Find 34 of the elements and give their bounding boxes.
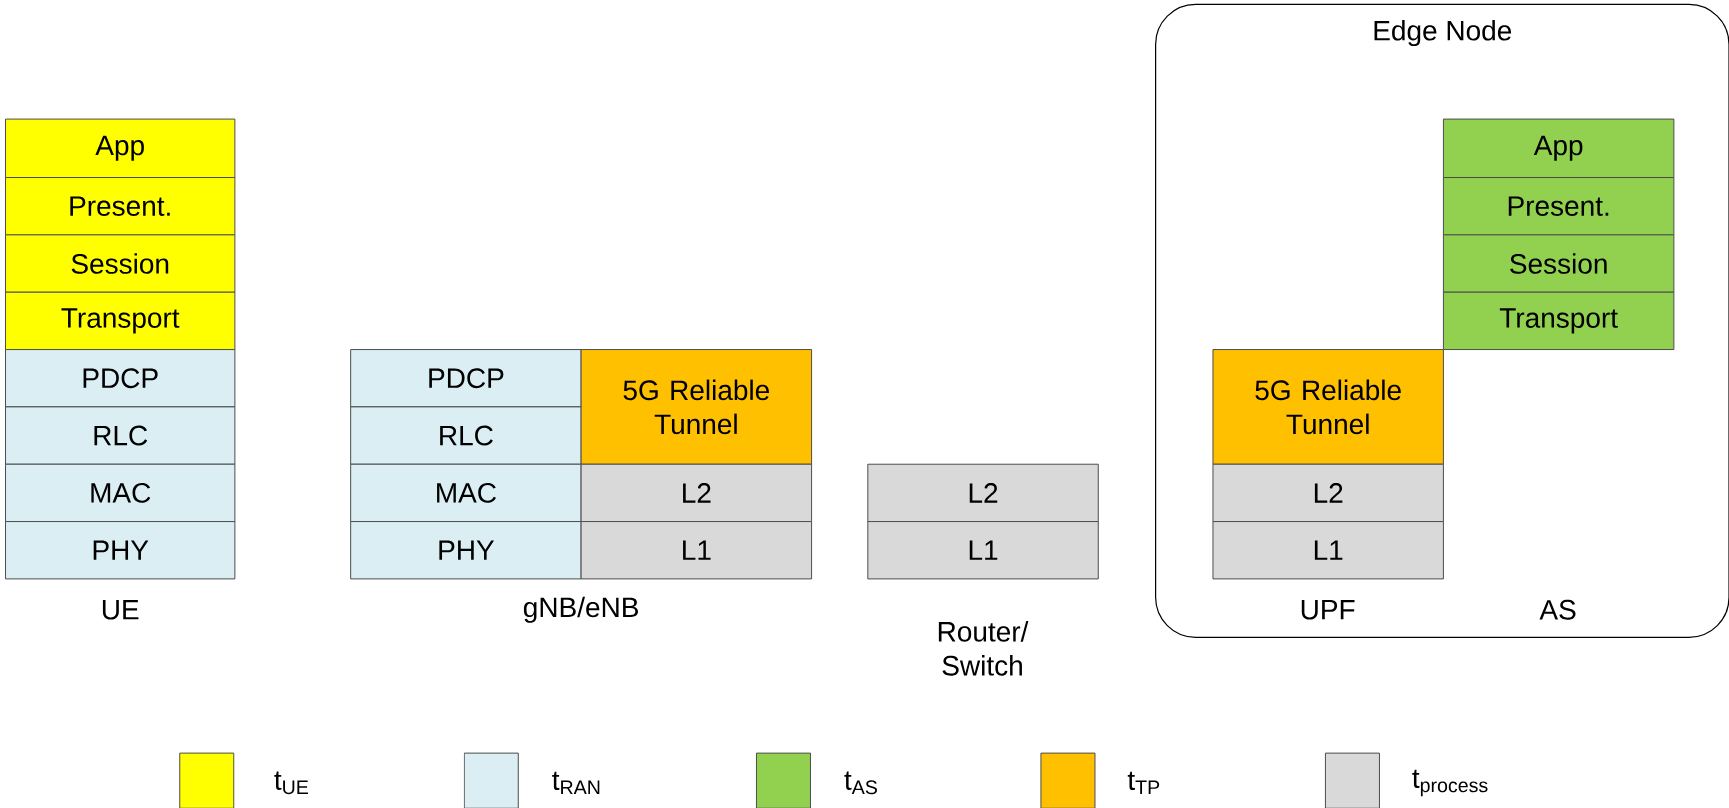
legend-label: t$_{RAN}$: [552, 771, 600, 795]
layer-box: Transport: [1442, 291, 1675, 351]
layer-box: Session: [1442, 234, 1675, 293]
stack-label: AS: [1539, 599, 1576, 620]
stack-label: UE: [102, 600, 139, 620]
legend-label: t$_{AS}$: [844, 771, 877, 795]
layer-box: 5G Reliable Tunnel: [580, 349, 813, 465]
layer-box: Transport: [5, 291, 236, 351]
layer-box: L2: [1212, 463, 1444, 523]
layer-box: L2: [580, 463, 813, 523]
layer-box: MAC: [5, 463, 236, 523]
layer-box: PHY: [350, 521, 582, 580]
layer-box: Session: [5, 234, 236, 293]
legend-label: t$_{UE}$: [274, 771, 309, 795]
layer-box: 5G Reliable Tunnel: [1212, 349, 1444, 465]
layer-box: Present.: [5, 177, 236, 236]
layer-box: RLC: [350, 406, 582, 465]
layer-box: PDCP: [350, 349, 582, 408]
stack-label: Router/ Switch: [938, 621, 1029, 676]
layer-box: App: [5, 118, 236, 179]
layer-box: L2: [867, 463, 1099, 523]
layer-box: RLC: [5, 406, 236, 465]
layer-box: MAC: [350, 463, 582, 523]
stack-label: UPF: [1301, 600, 1355, 620]
layer-box: L1: [580, 521, 813, 580]
layer-box: L1: [1212, 521, 1444, 580]
layer-box: App: [1442, 118, 1675, 179]
layer-box: PHY: [5, 521, 236, 580]
stack-label: gNB/eNB: [523, 596, 638, 623]
layer-box: PDCP: [5, 349, 236, 408]
layer-box: L1: [867, 521, 1099, 580]
layer-box: Present.: [1442, 177, 1675, 236]
legend-label: t$_{process}$: [1412, 769, 1488, 797]
legend-label: t$_{TP}$: [1127, 771, 1160, 795]
